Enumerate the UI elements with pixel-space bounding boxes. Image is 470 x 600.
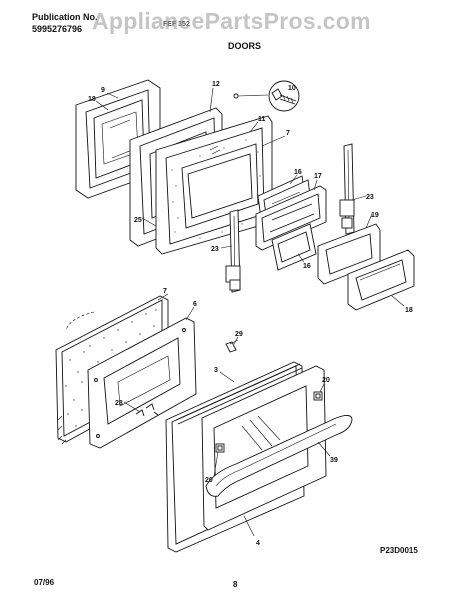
part-label: 7: [163, 288, 167, 295]
door-liner: [87, 317, 197, 449]
part-label: 18: [88, 96, 96, 103]
door-trim: [347, 249, 415, 311]
leader-lines-upper: [95, 87, 405, 307]
bumper-right: [313, 391, 323, 401]
publication-number: 5995276796: [32, 24, 83, 34]
part-label: 23: [366, 194, 374, 201]
door-front-glass: [201, 365, 327, 531]
bumper-left: [215, 443, 225, 453]
part-label: 19: [371, 212, 379, 219]
part-label: 17: [314, 173, 322, 180]
part-label: 6: [193, 301, 197, 308]
section-title: DOORS: [228, 41, 262, 51]
spacer: [225, 339, 239, 353]
part-label: 18: [405, 307, 413, 314]
door-glass-panel: [155, 115, 273, 255]
leader-lines-lower: [123, 293, 331, 537]
door-bracket-left: [225, 209, 241, 293]
part-label: 23: [211, 246, 219, 253]
glass-pack: [255, 185, 327, 251]
publication-label: Publication No.: [32, 12, 98, 22]
watermark: AppliancePartsPros.com: [92, 8, 371, 34]
part-label: 20: [322, 377, 330, 384]
part-label: 28: [115, 400, 123, 407]
part-label: 25: [134, 217, 142, 224]
door-handle: [205, 415, 353, 497]
part-label: 7: [286, 130, 290, 137]
part-labels: 9 18 12 10 11 7 25 16 17 23 23 19 16 18 …: [88, 81, 413, 547]
part-label: 12: [212, 81, 220, 88]
screw: [233, 80, 300, 112]
part-label: 4: [256, 540, 260, 547]
diagram-code: P23D0015: [380, 546, 418, 555]
part-label: 11: [258, 116, 266, 123]
part-label: 3: [214, 367, 218, 374]
door-bracket-right: [339, 143, 355, 235]
part-label: 39: [330, 457, 338, 464]
glass-pane-lower: [271, 223, 317, 271]
part-label: 16: [294, 169, 302, 176]
part-label: 9: [101, 87, 105, 94]
footer-date: 07/96: [34, 578, 55, 587]
model-text: FEF 352: [163, 21, 190, 28]
page-number: 8: [233, 580, 238, 589]
part-label: 20: [205, 477, 213, 484]
part-label: 16: [303, 263, 311, 270]
part-label: 10: [288, 85, 296, 92]
part-label: 29: [235, 331, 243, 338]
